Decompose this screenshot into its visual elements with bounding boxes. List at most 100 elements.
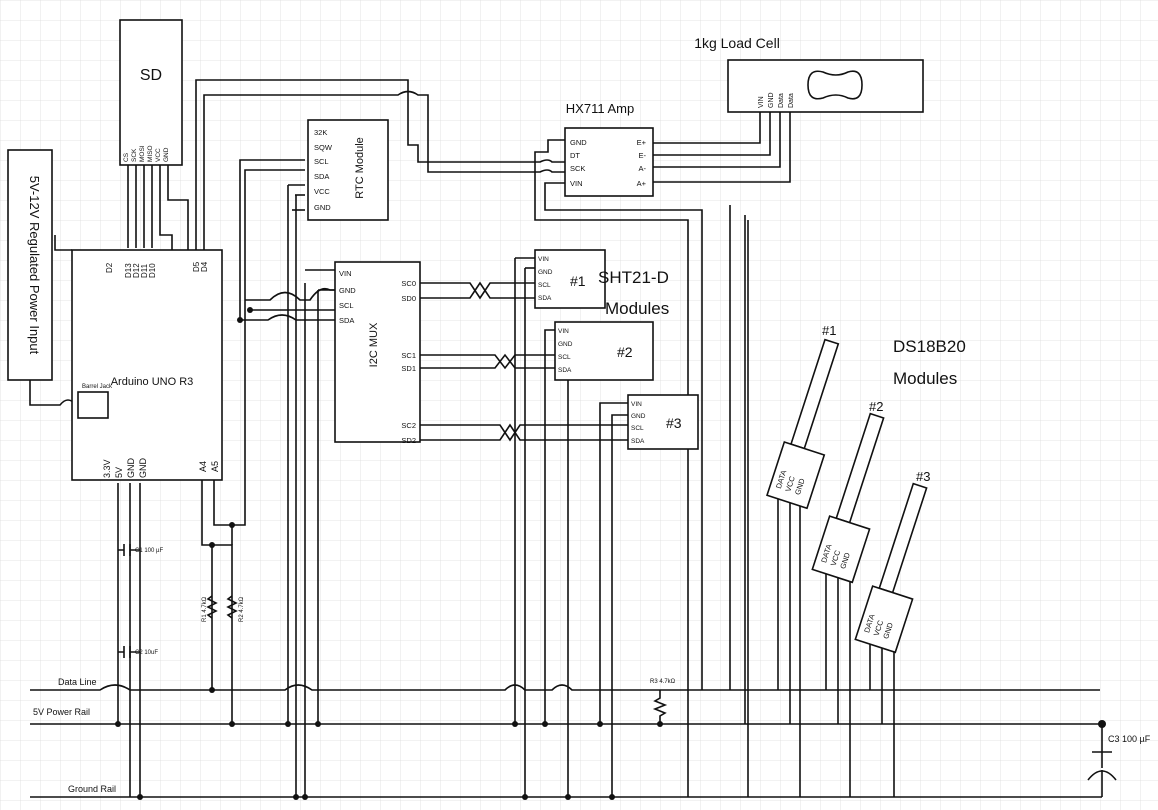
arduino-pin-d13: D13: [124, 263, 133, 278]
rtc-pin-sqw: SQW: [314, 143, 333, 152]
hx711-module: [564, 127, 654, 197]
sht21-title-line2: Modules: [605, 299, 669, 318]
arduino-title: Arduino UNO R3: [111, 376, 194, 388]
sd-pin-mosi: MOSI: [139, 145, 146, 162]
sht21-module-3: [627, 394, 699, 450]
arduino-pin-a5: A5: [210, 461, 220, 472]
rtc-pin-sda: SDA: [314, 172, 329, 181]
load-cell-pin-vin: VIN: [758, 96, 765, 108]
hx711-pin-a-plus: A+: [637, 179, 647, 188]
sht21-1-pin-gnd: GND: [538, 269, 553, 276]
sd-pin-cs: CS: [123, 152, 130, 162]
sht21-3-pin-vin: VIN: [631, 401, 642, 408]
c3-label: C3 100 µF: [1108, 734, 1151, 744]
barrel-jack-label: Barrel Jack: [82, 384, 113, 390]
hx711-pin-gnd: GND: [570, 138, 587, 147]
sd-pin-sck: SCK: [131, 148, 138, 162]
i2c-mux-module: [334, 261, 421, 443]
load-cell-pin-data-1: Data: [778, 93, 785, 108]
sd-pin-gnd: GND: [163, 147, 170, 162]
data-line-label: Data Line: [58, 677, 97, 687]
mux-pin-sc1: SC1: [401, 351, 416, 360]
arduino-pin-gnd-1: GND: [126, 458, 136, 479]
ds18b20-title-line1: DS18B20: [893, 337, 966, 356]
arduino-board: [71, 249, 223, 481]
c1-label: C1 100 µF: [135, 548, 163, 554]
hx711-title: HX711 Amp: [566, 101, 634, 116]
ds18b20-3-label: #3: [916, 469, 930, 484]
arduino-pin-5v: 5V: [114, 467, 124, 478]
mux-pin-sd0: SD0: [401, 294, 416, 303]
hx711-pin-a-minus: A-: [639, 164, 647, 173]
load-cell-pin-gnd: GND: [768, 92, 775, 108]
load-cell-pin-data-2: Data: [788, 93, 795, 108]
sht21-1-pin-vin: VIN: [538, 256, 549, 263]
hx711-pin-e-minus: E-: [639, 151, 647, 160]
rtc-pin-scl: SCL: [314, 157, 329, 166]
arduino-pin-d4: D4: [200, 261, 209, 272]
mux-pin-sc2: SC2: [401, 421, 416, 430]
sht21-2-pin-vin: VIN: [558, 328, 569, 335]
data-line-rail: [30, 684, 1100, 691]
mux-pin-vin: VIN: [339, 269, 352, 278]
ds18b20-2-label: #2: [869, 399, 883, 414]
power-input-module: [7, 149, 53, 381]
power-input-label: 5V-12V Regulated Power Input: [27, 176, 42, 355]
sht21-3-pin-sda: SDA: [631, 438, 645, 445]
ds18b20-probe-3: [854, 482, 928, 654]
ds18b20-probe-1: [766, 338, 840, 510]
sd-pin-vcc: VCC: [155, 148, 162, 162]
mux-pin-sd1: SD1: [401, 364, 416, 373]
mux-pin-sd2: SD2: [401, 436, 416, 445]
load-cell-slot: [807, 70, 863, 100]
arduino-pin-d2: D2: [105, 262, 114, 273]
arduino-pin-a4: A4: [198, 461, 208, 472]
r3-label: R3 4.7kΩ: [650, 679, 676, 685]
mux-pin-scl: SCL: [339, 301, 354, 310]
hx711-pin-vin: VIN: [570, 179, 583, 188]
rtc-pin-vcc: VCC: [314, 187, 330, 196]
mux-title: I2C MUX: [368, 322, 380, 367]
c2-label: C2 10uF: [135, 650, 158, 656]
sd-module: [119, 19, 183, 166]
rtc-pin-gnd: GND: [314, 203, 331, 212]
power-rail-label: 5V Power Rail: [33, 707, 90, 717]
sd-title: SD: [140, 67, 162, 84]
ds18b20-1-label: #1: [822, 323, 836, 338]
arduino-pin-d12: D12: [132, 263, 141, 278]
sht21-2-pin-scl: SCL: [558, 354, 571, 361]
mux-pin-gnd: GND: [339, 286, 356, 295]
rtc-module: [307, 119, 389, 221]
sht21-2-pin-sda: SDA: [558, 367, 572, 374]
sht21-2-label: #2: [617, 344, 633, 360]
r1-label: R1 4.7kΩ: [202, 596, 208, 622]
sd-pin-miso: MISO: [147, 145, 154, 162]
sht21-module-1: [534, 249, 606, 309]
sht21-2-pin-gnd: GND: [558, 341, 573, 348]
load-cell-title: 1kg Load Cell: [694, 35, 780, 51]
ground-rail-label: Ground Rail: [68, 784, 116, 794]
rtc-pin-32k: 32K: [314, 128, 327, 137]
mux-pin-sda: SDA: [339, 316, 354, 325]
sht21-3-pin-gnd: GND: [631, 413, 646, 420]
arduino-pin-d10: D10: [148, 263, 157, 278]
junction-dots: [115, 307, 1106, 800]
hx711-pin-sck: SCK: [570, 164, 585, 173]
barrel-jack: [77, 391, 109, 419]
sht21-1-pin-scl: SCL: [538, 282, 551, 289]
arduino-pin-d11: D11: [140, 263, 149, 278]
sht21-3-label: #3: [666, 415, 682, 431]
arduino-pin-gnd-2: GND: [138, 458, 148, 479]
ds18b20-title-line2: Modules: [893, 369, 957, 388]
arduino-pin-3v3: 3.3V: [102, 459, 112, 478]
ds18b20-probe-2: [811, 412, 885, 584]
sht21-3-pin-scl: SCL: [631, 425, 644, 432]
sht21-1-label: #1: [570, 273, 586, 289]
hx711-pin-e-plus: E+: [637, 138, 647, 147]
rtc-title: RTC Module: [354, 137, 366, 199]
arduino-pin-d5: D5: [192, 261, 201, 272]
r2-label: R2 4.7kΩ: [239, 596, 245, 622]
sht21-title-line1: SHT21-D: [598, 268, 669, 287]
